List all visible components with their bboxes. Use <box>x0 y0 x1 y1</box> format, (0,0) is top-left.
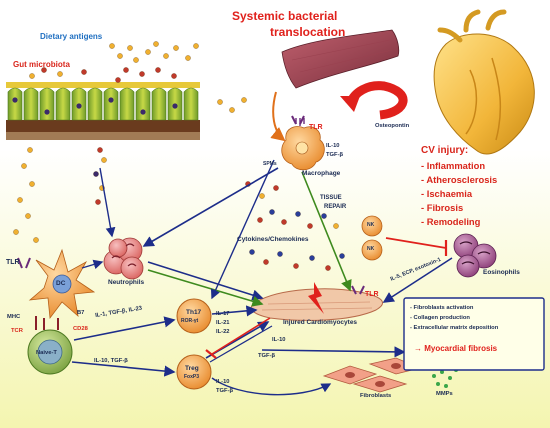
b7-label: B7 <box>77 310 85 316</box>
eosinophils-cluster <box>453 233 497 278</box>
naive-t-cell <box>27 316 73 375</box>
tlr-label-macrophage: TLR <box>309 124 323 131</box>
cv-injury-heading: CV injury: <box>421 145 469 156</box>
mmps-dots <box>432 368 458 388</box>
fibroblasts-label: Fibroblasts <box>360 393 392 399</box>
injured-cardiomyocytes-label: Injured Cardiomyocytes <box>283 319 358 326</box>
il10-macrophage-label: IL-10 <box>326 143 340 149</box>
macrophage-label: Macrophage <box>302 170 341 177</box>
cv-injury-item-5: - Remodeling <box>421 216 481 227</box>
tlr-receptor-dc <box>17 257 31 269</box>
cd28-label: CD28 <box>73 326 88 332</box>
foxp3-label: FoxP3 <box>184 374 200 380</box>
nk-cells <box>361 215 383 261</box>
naive-t-label: Naive-T <box>36 350 57 356</box>
tlr-receptor-cardiomyocyte <box>351 285 365 295</box>
pathway-arrows <box>71 91 453 396</box>
th17-cell <box>176 298 212 334</box>
treg-cell <box>176 354 212 390</box>
gut-epithelium <box>6 82 200 140</box>
cv-injury-item-3: - Ischaemia <box>421 188 473 199</box>
injured-cardiomyocytes <box>250 282 383 321</box>
osteopontin-label: Osteopontin <box>375 123 410 129</box>
tgfb-macrophage-label: TGF-β <box>326 152 344 158</box>
fibrosis-box <box>403 297 545 371</box>
il10-tgfb-naive-label: IL-10, TGF-β <box>94 358 128 364</box>
il17-label: IL-17 <box>216 311 230 317</box>
fibrosis-box-item-2: - Collagen production <box>410 315 470 321</box>
tlr-label-cardiomyocyte: TLR <box>365 291 379 298</box>
th17-label: Th17 <box>186 309 202 316</box>
fibrosis-box-item-1: - Fibroblasts activation <box>410 305 474 311</box>
cytokines-chemokines-label: Cytokines/Chemokines <box>237 236 309 243</box>
tissue-repair-label-1: TISSUE <box>320 195 342 201</box>
il22-label: IL-22 <box>216 329 230 335</box>
spms-label: SPMs <box>263 161 277 167</box>
dietary-antigens-label: Dietary antigens <box>40 32 103 41</box>
myocardial-fibrosis-label: → Myocardial fibrosis <box>414 344 498 353</box>
fibrosis-box-item-3: - Extracellular matrix deposition <box>410 325 499 331</box>
tgfb-treg-upper-label: TGF-β <box>258 353 276 359</box>
eosinophils-label: Eosinophils <box>483 269 520 276</box>
cv-injury-item-1: - Inflammation <box>421 160 486 171</box>
neutrophils-label: Neutrophils <box>108 279 145 286</box>
gut-microbiota-label: Gut microbiota <box>13 60 70 69</box>
mhc-label: MHC <box>7 314 21 320</box>
systemic-translocation-title-line1: Systemic bacterial <box>232 9 338 23</box>
tissue-repair-label-2: REPAIR <box>324 204 347 210</box>
tcr-label: TCR <box>11 328 23 334</box>
mmps-label: MMPs <box>436 391 453 397</box>
cv-injury-item-4: - Fibrosis <box>421 202 464 213</box>
ror-label: ROR-γt <box>181 318 199 324</box>
tgfb-treg-lower-label: TGF-β <box>216 388 234 394</box>
nk-label-2: NK <box>367 246 375 252</box>
neutrophils-cluster <box>103 237 144 280</box>
particle-dots <box>13 41 345 271</box>
dc-label: DC <box>56 280 66 287</box>
nk-label-1: NK <box>367 222 375 228</box>
il10-treg-lower-label: IL-10 <box>216 379 230 385</box>
osteopontin-arrow <box>345 81 408 120</box>
macrophage-cell <box>281 118 325 171</box>
heart-illustration <box>433 9 535 155</box>
cv-injury-item-2: - Atherosclerosis <box>421 174 498 185</box>
il21-label: IL-21 <box>216 320 230 326</box>
tlr-label-dc: TLR <box>6 259 20 266</box>
treg-label: Treg <box>185 365 199 372</box>
blood-vessel <box>281 29 400 89</box>
systemic-translocation-title-line2: translocation <box>270 25 346 39</box>
il10-treg-upper-label: IL-10 <box>272 337 286 343</box>
dendritic-cell <box>28 248 96 320</box>
